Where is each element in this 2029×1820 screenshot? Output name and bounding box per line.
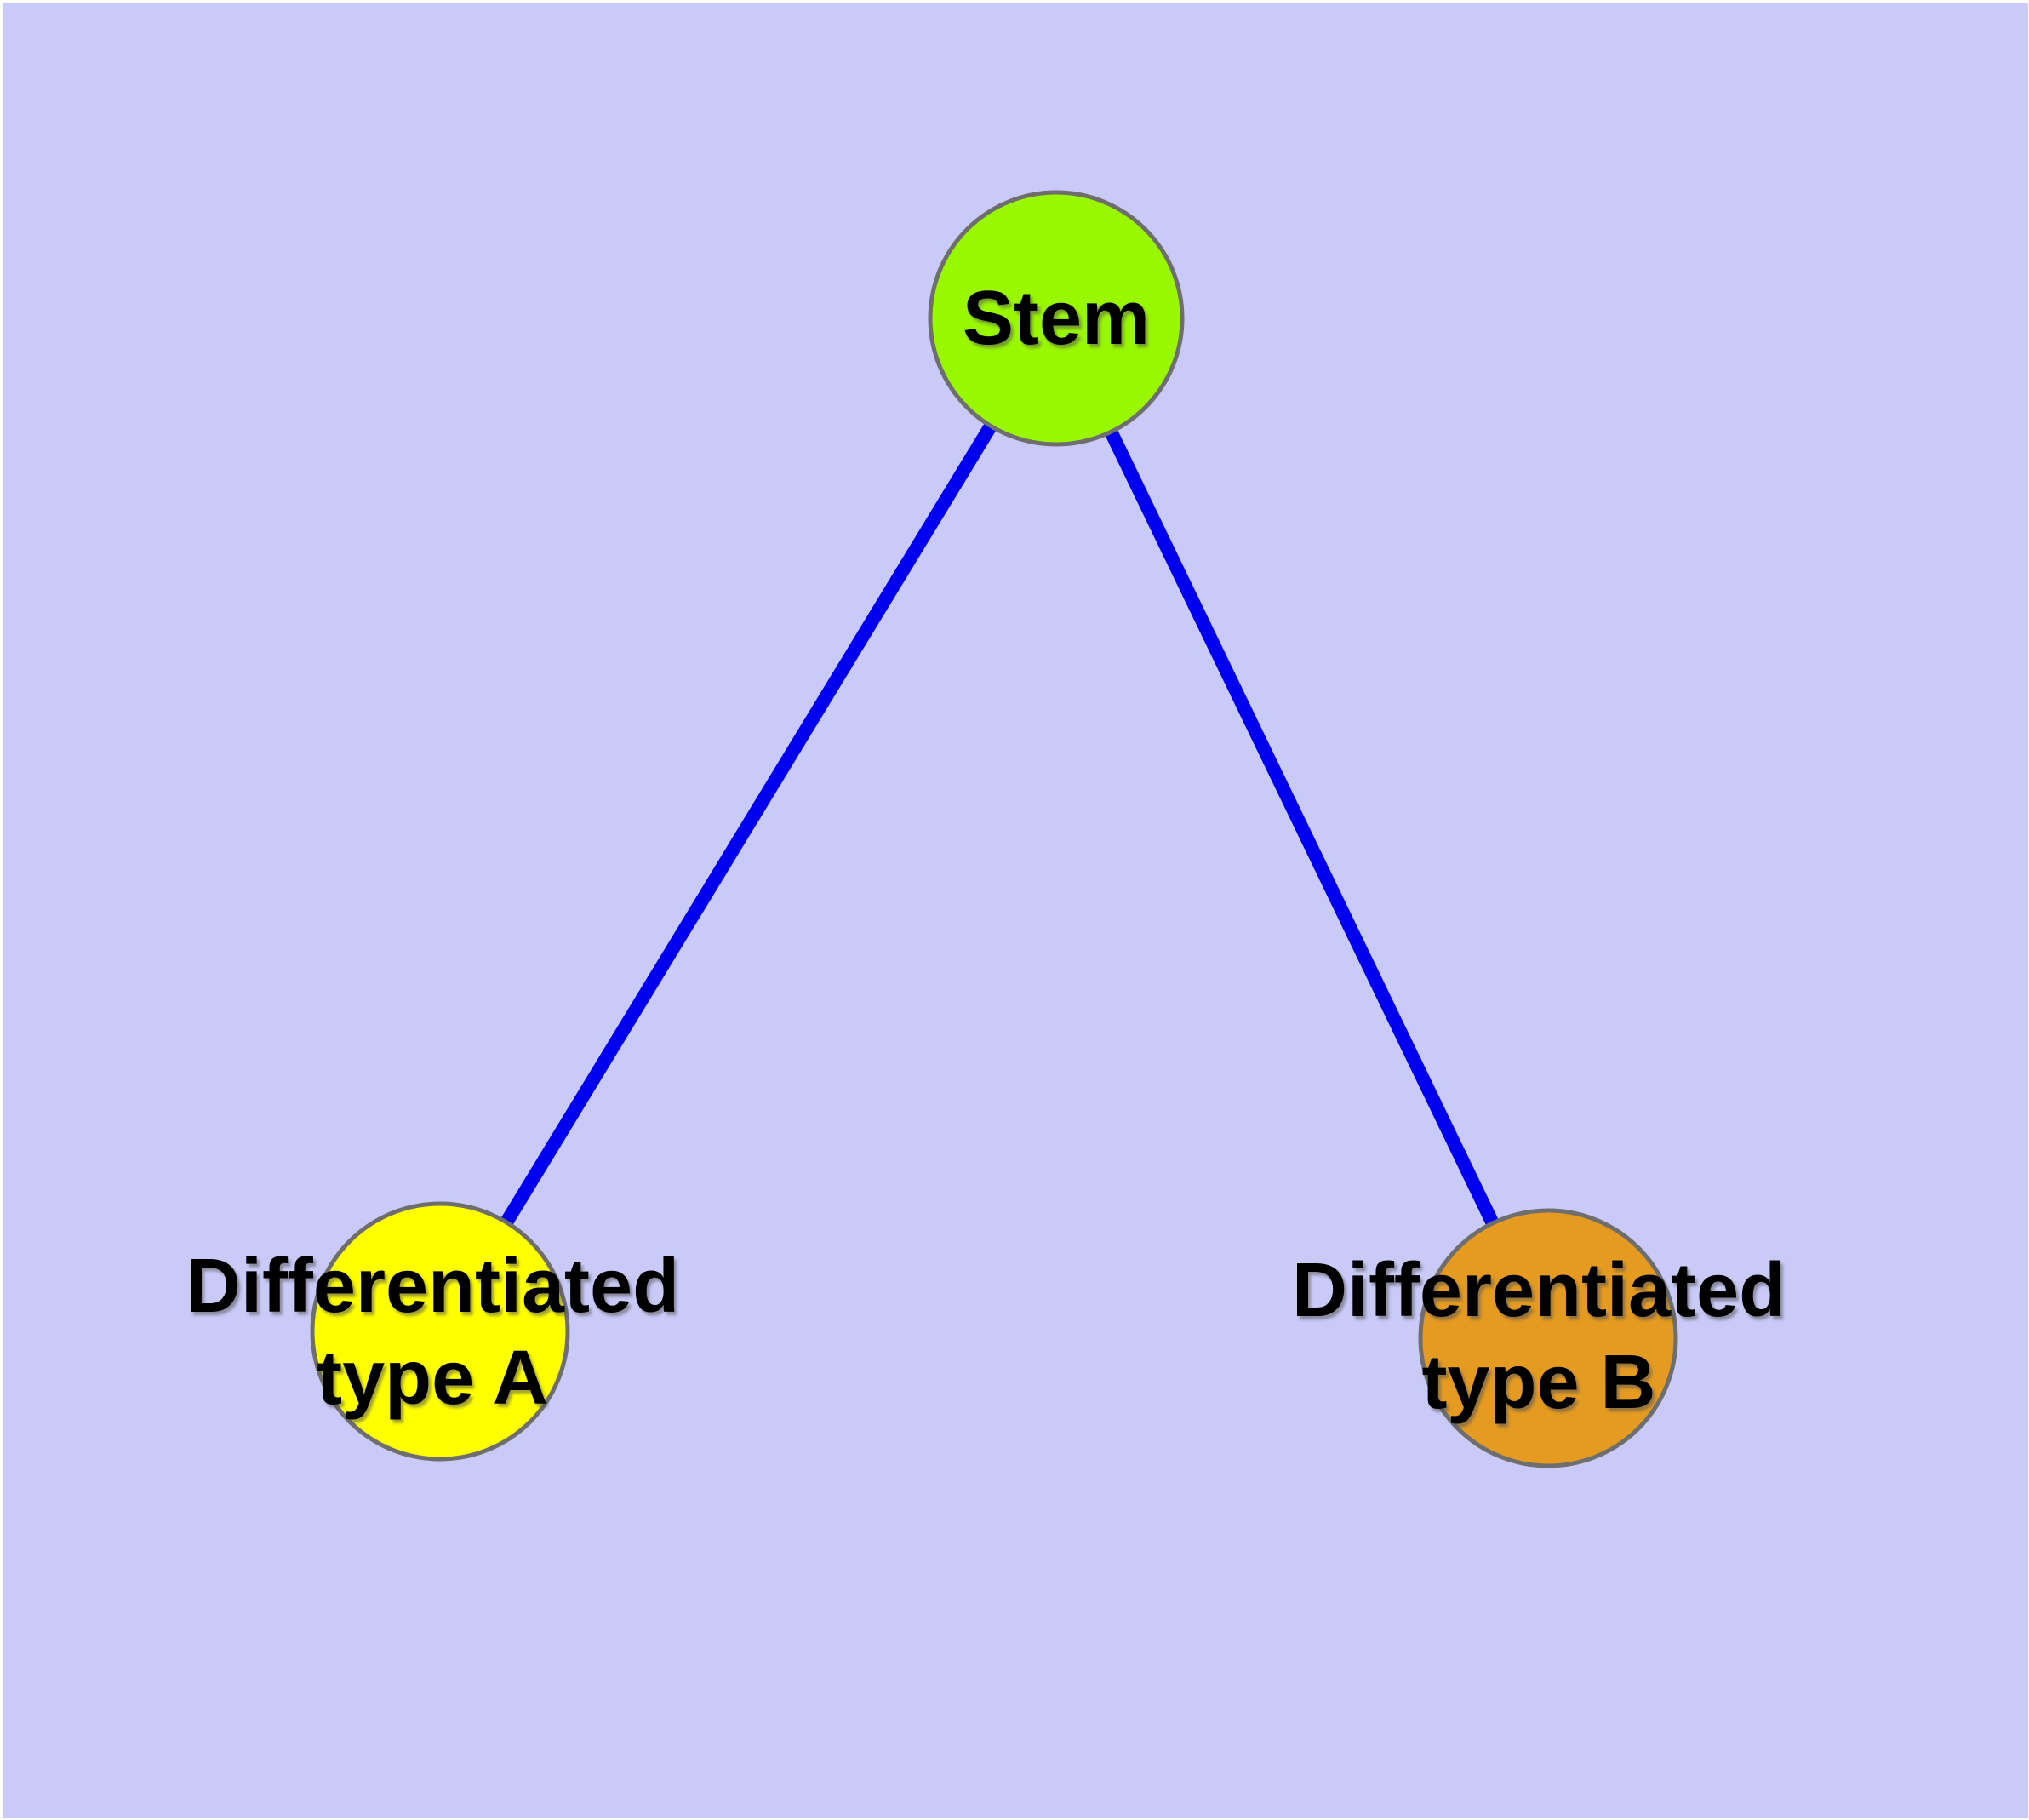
node-type-a-label-line1: Differentiated bbox=[185, 1244, 680, 1329]
node-stem-label: Stem bbox=[963, 272, 1150, 364]
edge-stem-to-type-a bbox=[434, 314, 1062, 1336]
node-type-a-label-line2: type A bbox=[317, 1336, 548, 1421]
node-type-b-label-line1: Differentiated bbox=[1291, 1248, 1786, 1333]
node-type-a-circle bbox=[310, 1201, 570, 1462]
node-type-b-label-line2: type B bbox=[1421, 1340, 1656, 1425]
node-type-b-circle bbox=[1418, 1208, 1678, 1468]
node-stem-label-text: Stem bbox=[962, 276, 1151, 361]
node-stem-circle bbox=[928, 190, 1185, 447]
node-type-b-label: Differentiated type B bbox=[1292, 1245, 1786, 1428]
edge-stem-to-type-b bbox=[1049, 315, 1555, 1342]
node-type-a-label: Differentiated type A bbox=[186, 1240, 679, 1424]
